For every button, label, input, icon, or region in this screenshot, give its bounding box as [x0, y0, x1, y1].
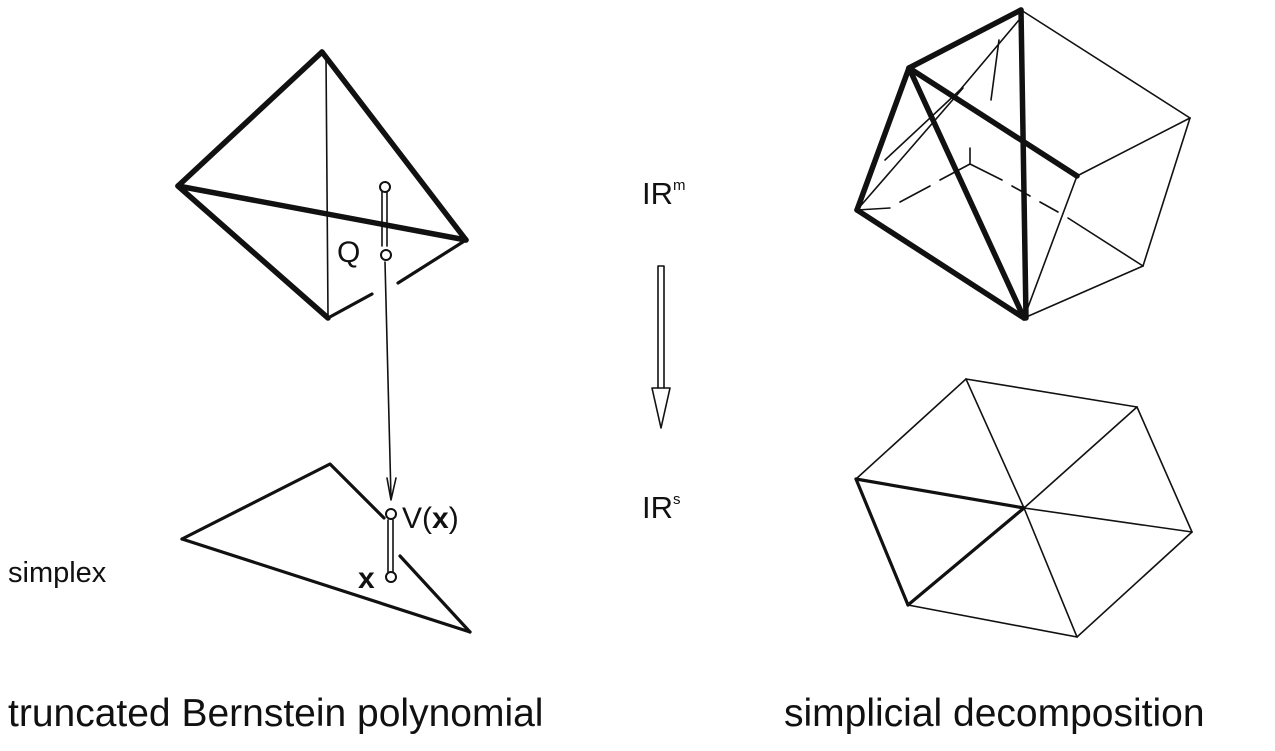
- simplex-edge: [398, 554, 472, 634]
- label-simplex: simplex: [8, 557, 107, 589]
- label-V: V(x): [402, 502, 459, 535]
- projection-arrowhead: [386, 477, 397, 501]
- simplex-edge: [180, 537, 472, 634]
- cube-decomposition: [854, 7, 1191, 321]
- label-x: x: [358, 562, 375, 595]
- tetra-hidden-edge: [325, 55, 329, 317]
- hexagon-decomposition: [854, 378, 1193, 638]
- label-Q: Q: [337, 236, 360, 269]
- projection-line: [384, 261, 392, 499]
- label-space-top: IRm: [642, 176, 686, 211]
- tetra-edge: [175, 183, 469, 243]
- caption-right: simplicial decomposition: [784, 692, 1205, 735]
- tetra-edge: [396, 238, 468, 285]
- tetra-edge: [319, 49, 469, 243]
- label-space-bottom: IRs: [642, 490, 681, 525]
- projection-arrow: [379, 181, 397, 501]
- down-arrow: [651, 265, 671, 429]
- point-x: [385, 571, 397, 583]
- simplex-triangle: [180, 462, 472, 634]
- tetra-edge: [175, 183, 331, 321]
- simplex-edge: [180, 462, 386, 541]
- point-V: [385, 508, 397, 520]
- point-Q: [380, 249, 392, 261]
- tetra-edge: [326, 292, 374, 320]
- point-top: [379, 181, 391, 193]
- tetrahedron: [175, 49, 469, 321]
- tetra-edge: [175, 49, 325, 189]
- caption-left: truncated Bernstein polynomial: [8, 692, 543, 735]
